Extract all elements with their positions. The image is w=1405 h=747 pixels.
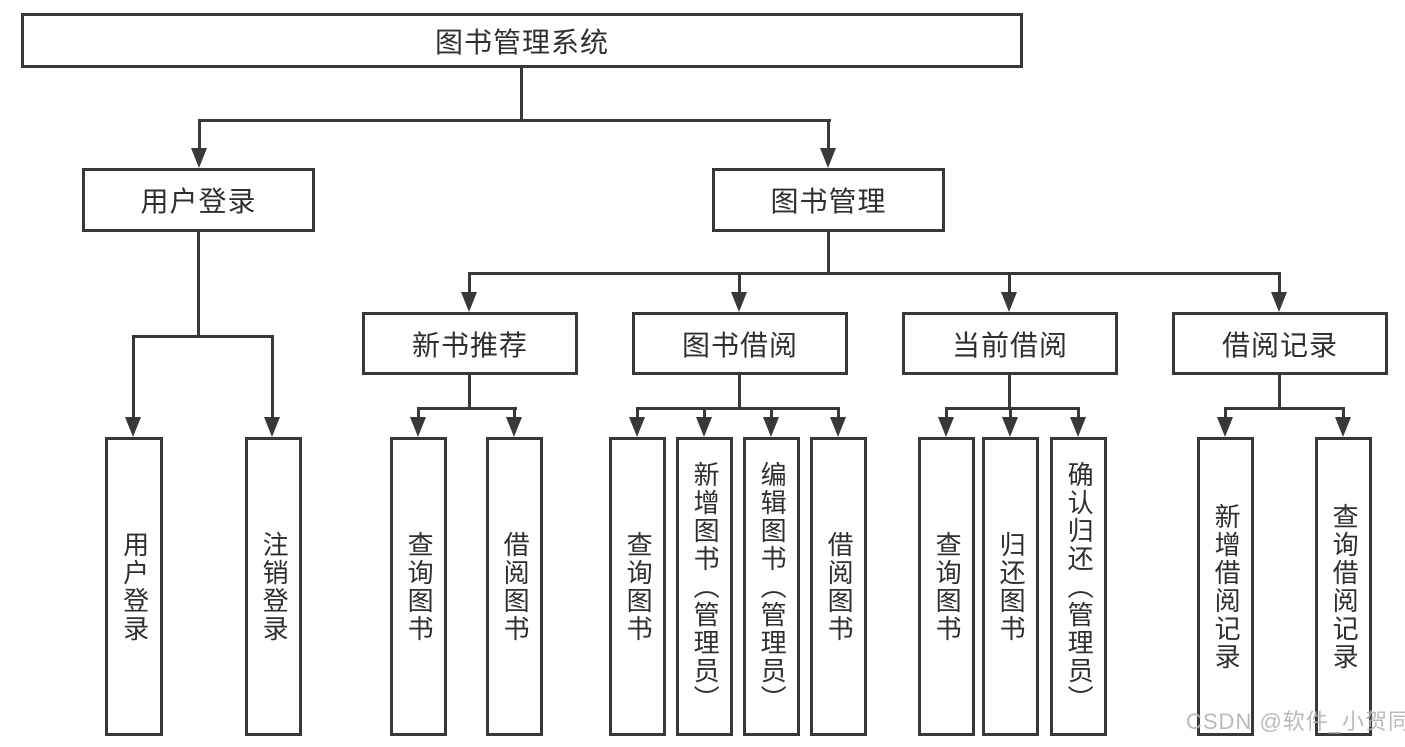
arrowhead-icon xyxy=(731,292,747,312)
node-book-borrowing: 图书借阅 xyxy=(632,312,848,375)
connector-line xyxy=(132,335,135,421)
node-book-management: 图书管理 xyxy=(712,168,945,232)
connector-line xyxy=(1008,272,1011,298)
arrowhead-icon xyxy=(1271,292,1287,312)
connector-line xyxy=(417,407,517,410)
arrowhead-icon xyxy=(629,417,645,437)
connector-line xyxy=(1342,407,1345,423)
node-label: 查询借阅记录 xyxy=(1329,502,1360,671)
node-label: 确认归还（管理员） xyxy=(1064,460,1095,713)
node-borrowing-records: 借阅记录 xyxy=(1172,312,1388,375)
arrowhead-icon xyxy=(1217,417,1233,437)
node-label: 图书借阅 xyxy=(681,329,798,361)
connector-line xyxy=(468,272,1281,275)
node-query-books-borrow: 查询图书 xyxy=(609,437,666,736)
node-label: 用户登录 xyxy=(140,186,257,217)
node-return-books: 归还图书 xyxy=(982,437,1039,736)
node-label: 借阅记录 xyxy=(1221,329,1338,361)
connector-line xyxy=(738,272,741,298)
node-label: 查询图书 xyxy=(404,530,435,643)
node-label: 归还图书 xyxy=(996,530,1027,643)
node-query-books-recommend: 查询图书 xyxy=(390,437,447,736)
connector-line xyxy=(1278,272,1281,298)
node-label: 借阅图书 xyxy=(824,530,855,643)
connector-line xyxy=(636,407,840,410)
connector-line xyxy=(468,272,471,298)
connector-line xyxy=(945,407,948,423)
connector-line xyxy=(827,119,830,152)
connector-line xyxy=(636,407,639,423)
connector-line xyxy=(1077,407,1080,423)
connector-line xyxy=(198,119,831,122)
connector-line xyxy=(1008,375,1011,409)
node-borrow-books-recommend: 借阅图书 xyxy=(486,437,543,736)
node-logout: 注销登录 xyxy=(245,437,302,736)
node-add-borrow-record: 新增借阅记录 xyxy=(1197,437,1254,736)
node-query-books-current: 查询图书 xyxy=(918,437,975,736)
watermark: CSDN @软件_小贺同学 xyxy=(1186,709,1405,734)
node-new-book-recommendation: 新书推荐 xyxy=(362,312,578,375)
arrowhead-icon xyxy=(461,292,477,312)
node-label: 编辑图书（管理员） xyxy=(757,460,788,713)
node-label: 新增图书（管理员） xyxy=(690,460,721,713)
node-label: 用户登录 xyxy=(119,530,150,643)
arrowhead-icon xyxy=(820,148,836,168)
node-add-books-admin: 新增图书（管理员） xyxy=(676,437,733,736)
node-user-login: 用户登录 xyxy=(82,168,315,232)
connector-line xyxy=(1224,407,1345,410)
arrowhead-icon xyxy=(1070,417,1086,437)
connector-line xyxy=(198,119,201,152)
node-label: 查询图书 xyxy=(623,530,654,643)
arrowhead-icon xyxy=(264,417,280,437)
arrowhead-icon xyxy=(938,417,954,437)
arrowhead-icon xyxy=(410,417,426,437)
connector-line xyxy=(945,407,1080,410)
connector-line xyxy=(738,375,741,409)
connector-line xyxy=(417,407,420,423)
node-label: 注销登录 xyxy=(259,530,290,643)
connector-line xyxy=(520,68,523,121)
connector-line xyxy=(1224,407,1227,423)
arrowhead-icon xyxy=(830,417,846,437)
connector-line xyxy=(837,407,840,423)
node-current-borrowing: 当前借阅 xyxy=(902,312,1118,375)
arrowhead-icon xyxy=(763,417,779,437)
node-label: 查询图书 xyxy=(932,530,963,643)
node-library-system: 图书管理系统 xyxy=(21,13,1023,68)
node-query-borrow-record: 查询借阅记录 xyxy=(1315,437,1372,736)
node-label: 图书管理系统 xyxy=(434,26,609,58)
connector-line xyxy=(1278,375,1281,409)
arrowhead-icon xyxy=(1002,417,1018,437)
connector-line xyxy=(1009,407,1012,423)
connector-line xyxy=(271,335,274,421)
node-label: 新书推荐 xyxy=(411,329,528,361)
connector-line xyxy=(468,375,471,409)
arrowhead-icon xyxy=(506,417,522,437)
connector-line xyxy=(827,232,830,274)
connector-line xyxy=(703,407,706,423)
arrowhead-icon xyxy=(1335,417,1351,437)
arrowhead-icon xyxy=(191,148,207,168)
arrowhead-icon xyxy=(696,417,712,437)
node-confirm-return-admin: 确认归还（管理员） xyxy=(1050,437,1107,736)
connector-line xyxy=(513,407,516,423)
connector-line xyxy=(197,232,200,337)
connector-line xyxy=(132,335,274,338)
node-borrow-books: 借阅图书 xyxy=(810,437,867,736)
node-label: 新增借阅记录 xyxy=(1211,502,1242,671)
arrowhead-icon xyxy=(125,417,141,437)
arrowhead-icon xyxy=(1001,292,1017,312)
node-label: 图书管理 xyxy=(770,186,887,217)
node-user-login-leaf: 用户登录 xyxy=(105,437,163,736)
node-label: 当前借阅 xyxy=(951,329,1068,361)
node-label: 借阅图书 xyxy=(500,530,531,643)
node-edit-books-admin: 编辑图书（管理员） xyxy=(743,437,800,736)
connector-line xyxy=(770,407,773,423)
